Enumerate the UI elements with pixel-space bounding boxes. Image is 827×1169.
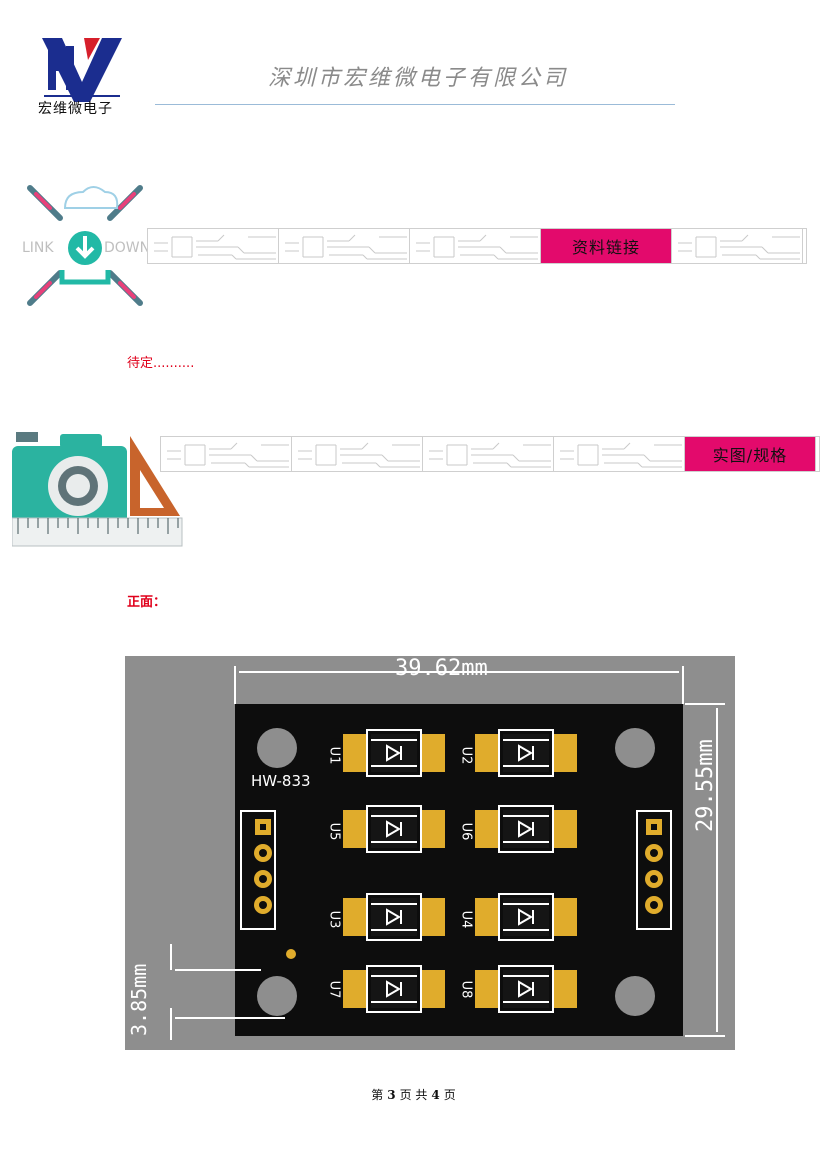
footer-prefix: 第 xyxy=(371,1088,384,1102)
banner-circuit-segment xyxy=(410,229,541,263)
component-label: U7 xyxy=(326,980,342,999)
component-label: U1 xyxy=(326,746,342,765)
component-label: U4 xyxy=(458,910,474,929)
diode-component xyxy=(475,729,577,777)
links-banner: 资料链接 xyxy=(147,228,807,264)
banner-circuit-segment xyxy=(148,229,279,263)
camera-ruler-icon xyxy=(11,430,184,550)
banner-circuit-segment xyxy=(161,437,292,471)
front-side-label: 正面： xyxy=(127,595,167,610)
width-dimension: 39.62mm xyxy=(395,656,488,681)
height-dimension: 29.55mm xyxy=(693,739,718,832)
component-label: U3 xyxy=(326,910,342,929)
diode-component xyxy=(475,805,577,853)
banner-circuit-segment xyxy=(279,229,410,263)
diode-component xyxy=(343,965,445,1013)
component-label: U2 xyxy=(458,746,474,765)
diode-component xyxy=(475,893,577,941)
diode-component xyxy=(343,805,445,853)
photos-banner-label[interactable]: 实图/规格 xyxy=(685,437,816,471)
link-word: LINK xyxy=(22,240,54,256)
banner-circuit-segment xyxy=(554,437,685,471)
pcb-photo: HW-833 39.62mm 29.55mm 3.85mm U1 U2 U5 U… xyxy=(125,656,735,1050)
banner-circuit-segment xyxy=(672,229,803,263)
component-label: U8 xyxy=(458,980,474,999)
down-word: DOWN xyxy=(104,240,150,256)
hole-dimension: 3.85mm xyxy=(127,963,151,1036)
diode-component xyxy=(343,893,445,941)
logo-text: 宏维微电子 xyxy=(38,101,113,117)
banner-circuit-segment xyxy=(292,437,423,471)
company-logo xyxy=(40,32,124,118)
footer-suffix: 页 xyxy=(443,1088,456,1102)
diode-component xyxy=(343,729,445,777)
header-divider xyxy=(155,104,675,105)
component-label: U5 xyxy=(326,822,342,841)
board-model-label: HW-833 xyxy=(251,772,311,790)
photos-banner: 实图/规格 xyxy=(160,436,820,472)
banner-circuit-segment xyxy=(423,437,554,471)
company-name: 深圳市宏维微电子有限公司 xyxy=(268,66,569,91)
links-banner-label[interactable]: 资料链接 xyxy=(541,229,672,263)
diode-component xyxy=(475,965,577,1013)
footer-total: 4 xyxy=(431,1088,440,1102)
footer-page: 3 xyxy=(387,1088,396,1102)
component-label: U6 xyxy=(458,822,474,841)
footer-middle: 页 共 xyxy=(399,1088,428,1102)
pending-note: 待定.......... xyxy=(127,356,195,371)
link-download-icon: LINK DOWN xyxy=(20,178,150,313)
